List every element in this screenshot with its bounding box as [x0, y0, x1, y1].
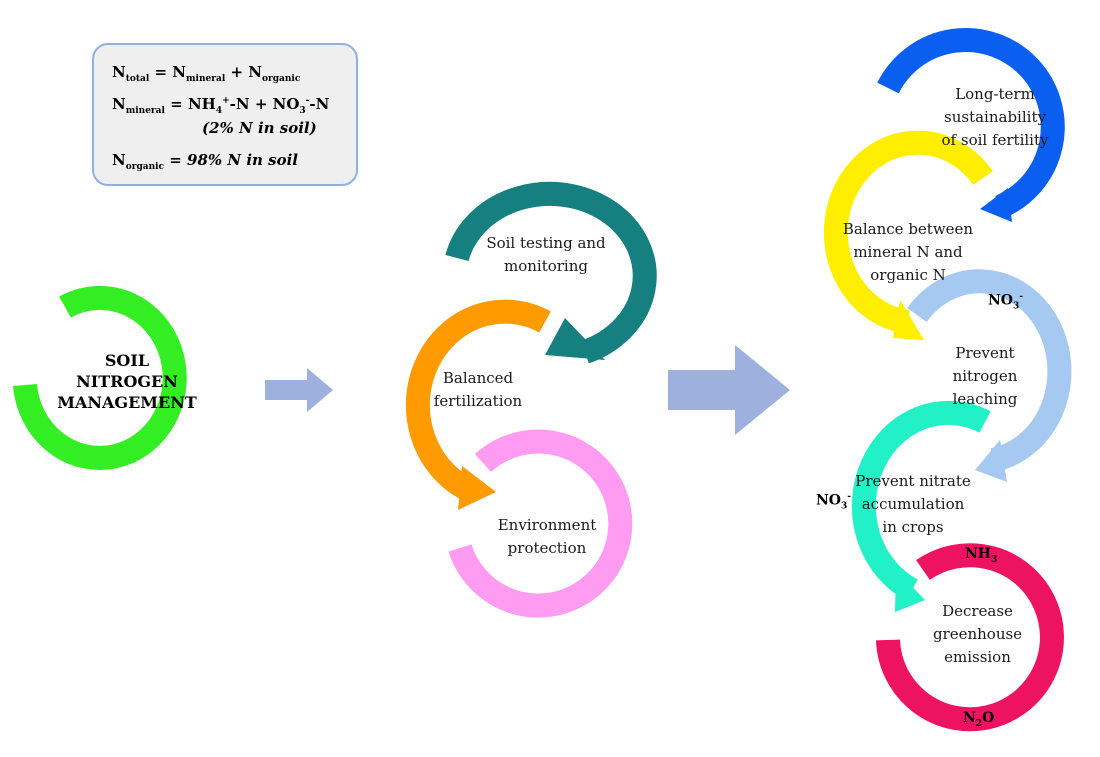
nitrate-ring: [851, 400, 991, 601]
greenhouse-ring: [876, 543, 1064, 732]
no3-label-left: NO3-: [816, 492, 851, 511]
soil-testing-label: Soil testing and monitoring: [486, 234, 606, 275]
chem-base: NH: [965, 546, 992, 562]
soil-testing-arrowhead: [545, 318, 605, 360]
balanced-label: Balanced fertilization: [433, 369, 523, 410]
formula-text: =: [164, 151, 188, 169]
formula-text: + N: [225, 63, 262, 81]
formula-sup: -: [305, 96, 310, 106]
formula-box: Ntotal = Nmineral + Norganic Nmineral = …: [92, 43, 358, 186]
formula-n: N: [112, 63, 126, 81]
formula-n: N: [112, 95, 126, 113]
formula-sub: mineral: [186, 74, 226, 84]
nitrate-arrowhead: [895, 570, 925, 612]
n2o-label: N2O: [963, 710, 994, 729]
chem-sup: -: [1019, 292, 1024, 302]
long-term-ring: [877, 28, 1065, 219]
leaching-ring: [907, 269, 1072, 472]
formula-mineral: Nmineral = NH4+-N + NO3--N: [112, 95, 329, 116]
balanced-arrowhead: [458, 466, 496, 510]
formula-mineral-note: (2% N in soil): [202, 119, 317, 137]
chem-sub: 3: [991, 554, 998, 565]
chem-base: N: [963, 710, 976, 726]
formula-organic: Norganic = 98% N in soil: [112, 151, 298, 172]
formula-sub: organic: [261, 74, 301, 84]
balance-label: Balance between mineral N and organic N: [842, 220, 974, 284]
greenhouse-label: Decrease greenhouse emission: [932, 602, 1023, 666]
chem-sub: 2: [975, 718, 983, 729]
leaching-label: Prevent nitrogen leaching: [952, 344, 1018, 408]
long-term-label: Long-term sustainability of soil fertili…: [941, 85, 1049, 149]
center-ring: [13, 285, 187, 470]
formula-sup: +: [222, 96, 230, 106]
no3-label-top: NO3-: [988, 292, 1023, 311]
formula-note: (2% N in soil): [202, 119, 317, 137]
balance-ring: [823, 130, 993, 334]
center-label: SOIL NITROGEN MANAGEMENT: [57, 351, 197, 412]
formula-sub: total: [125, 74, 150, 84]
environment-label: Environment protection: [497, 516, 597, 557]
formula-text: = NH: [164, 95, 216, 113]
chem-base: O: [982, 710, 995, 726]
formula-n: N: [112, 151, 126, 169]
leaching-arrowhead: [975, 440, 1007, 482]
formula-sub: 4: [215, 106, 223, 116]
balance-arrowhead: [893, 300, 924, 340]
chem-sub: 3: [1013, 301, 1020, 312]
chem-base: NO: [988, 292, 1013, 309]
chem-sub: 3: [841, 501, 848, 512]
formula-text: -N: [309, 95, 330, 113]
nitrate-label: Prevent nitrate accumulation in crops: [855, 472, 971, 536]
balanced-ring: [405, 299, 551, 499]
formula-sub: 3: [299, 106, 306, 116]
nh3-label: NH3: [965, 546, 997, 565]
formula-sub: mineral: [125, 106, 165, 116]
formula-text: = N: [149, 63, 187, 81]
flow-arrow-small: [265, 368, 333, 412]
chem-sup: -: [847, 492, 852, 502]
soil-testing-ring: [445, 181, 657, 364]
environment-ring: [448, 429, 633, 618]
formula-sub: organic: [125, 162, 165, 172]
flow-arrow-large: [668, 345, 790, 435]
long-term-arrowhead: [980, 188, 1012, 222]
formula-total: Ntotal = Nmineral + Norganic: [112, 63, 300, 84]
chem-base: NO: [816, 492, 841, 509]
formula-text: -N + NO: [229, 95, 300, 113]
formula-note: 98% N in soil: [187, 151, 299, 169]
